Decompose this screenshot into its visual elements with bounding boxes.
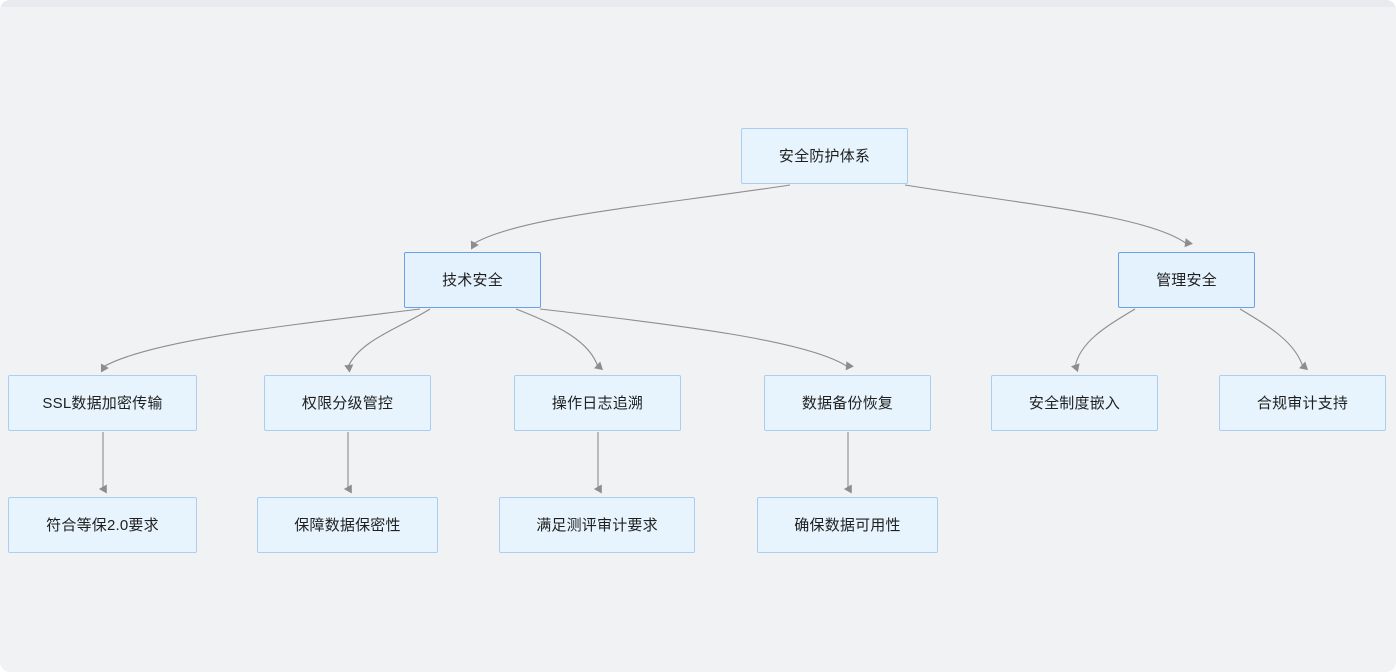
node-outcome-dengbao[interactable]: 符合等保2.0要求	[8, 497, 197, 553]
node-label: 权限分级管控	[301, 394, 394, 412]
node-label: 安全制度嵌入	[1028, 394, 1121, 412]
node-tech-security[interactable]: 技术安全	[404, 252, 541, 308]
node-label: 操作日志追溯	[551, 394, 644, 412]
node-label: SSL数据加密传输	[42, 394, 163, 412]
node-label: 安全防护体系	[778, 147, 871, 165]
node-operation-log[interactable]: 操作日志追溯	[514, 375, 681, 431]
node-ssl-encryption[interactable]: SSL数据加密传输	[8, 375, 197, 431]
node-permission-control[interactable]: 权限分级管控	[264, 375, 431, 431]
edge-tech-t4	[539, 308, 854, 371]
node-data-backup[interactable]: 数据备份恢复	[764, 375, 931, 431]
edge-root-tech	[470, 184, 791, 250]
node-outcome-confidentiality[interactable]: 保障数据保密性	[257, 497, 438, 553]
node-outcome-audit-requirement[interactable]: 满足测评审计要求	[499, 497, 695, 553]
edge-tech-t2	[344, 308, 431, 373]
node-label: 满足测评审计要求	[536, 516, 658, 534]
node-root[interactable]: 安全防护体系	[741, 128, 908, 184]
node-label: 确保数据可用性	[794, 516, 901, 534]
canvas-top-strip	[0, 0, 1396, 7]
edge-mgmt-m1	[1070, 308, 1136, 373]
node-policy-embedding[interactable]: 安全制度嵌入	[991, 375, 1158, 431]
node-outcome-availability[interactable]: 确保数据可用性	[757, 497, 938, 553]
node-label: 数据备份恢复	[801, 394, 894, 412]
node-label: 保障数据保密性	[294, 516, 401, 534]
node-label: 合规审计支持	[1256, 394, 1349, 412]
node-management-security[interactable]: 管理安全	[1118, 252, 1255, 308]
edge-mgmt-m2	[1239, 308, 1308, 371]
edge-tech-t3	[515, 308, 603, 371]
node-label: 管理安全	[1156, 271, 1217, 289]
node-label: 技术安全	[442, 271, 503, 289]
edge-tech-t1	[100, 308, 421, 373]
node-compliance-audit[interactable]: 合规审计支持	[1219, 375, 1386, 431]
node-label: 符合等保2.0要求	[46, 516, 159, 534]
